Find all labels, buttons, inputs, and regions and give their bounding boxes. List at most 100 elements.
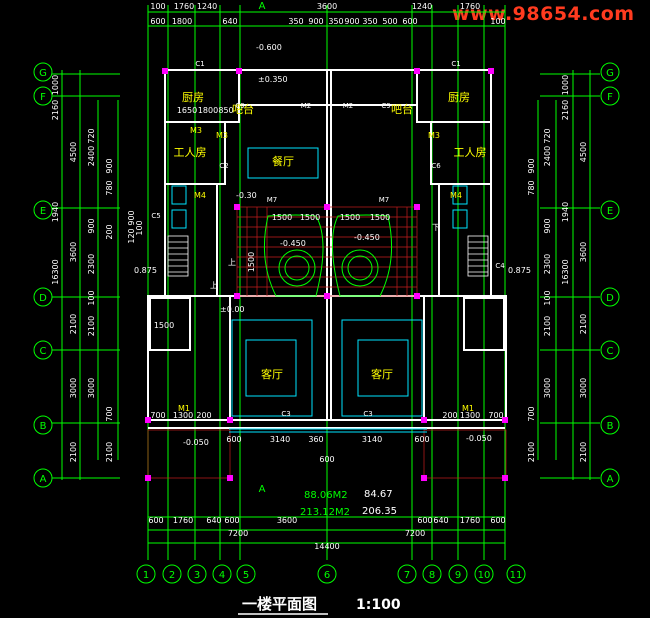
room-living-left: 客厅 [261,367,283,381]
label-c9-left: C9 [235,102,244,110]
axis-row-e-right: E [607,206,613,217]
room-kitchen-right: 厨房 [448,91,470,104]
dim-inner-600-r: 600 [414,435,429,444]
dim-bottom-5: 3600 [277,516,297,525]
dim-inner-200-r: 200 [442,411,457,420]
axis-row-f-right: F [607,92,613,103]
dim-left-total: 16300 [51,259,60,284]
dim-bottom-2: 1760 [173,516,193,525]
label-c9-right: C9 [381,102,390,110]
dim-left2-11: 700 [105,406,114,421]
axis-row-b-left: B [40,421,47,432]
level-mark-6: ±0.00 [220,305,245,314]
axis-row-d-left: D [39,293,47,304]
stairs [167,235,489,277]
dim-right-2: 2160 [561,100,570,120]
label-m2-right: M2 [343,102,354,110]
dim-left-8: 2100 [69,442,78,462]
dim-inner-700-l: 700 [150,411,165,420]
stair-down-right: 下 [432,223,440,232]
area-line1-value: 84.67 [364,489,393,500]
dim-left2-12: 2100 [105,442,114,462]
label-c5: C5 [151,212,160,220]
axis-col-10: 10 [478,570,491,581]
level-mark-10: 0.875 [508,266,531,275]
area-line2-value: 206.35 [362,506,397,517]
dim-left2-3: 900 [105,158,114,173]
dim-inner-1800: 1800 [198,106,218,115]
dim-inner-120: 120 [127,228,136,243]
dim-right-8: 2100 [579,442,588,462]
dim-inner-3140-r: 3140 [362,435,382,444]
dim-bottom-9: 600 [490,516,505,525]
dim-inner-1300-r: 1300 [460,411,480,420]
dim-right2-10: 700 [527,406,536,421]
dim-top2-1: 600 [150,17,165,26]
area-line2-label: 213.12M2 [300,507,350,518]
dim-left2-7: 2300 [87,254,96,274]
dim-top-5: 1240 [412,2,432,11]
site-watermark: www.98654.com [452,3,635,25]
dim-bottom-3: 640 [206,516,221,525]
axis-row-c-left: C [40,346,47,357]
dim-right-3: 4500 [579,142,588,162]
room-worker-right: 工人房 [454,146,487,159]
dim-left2-4: 780 [105,180,114,195]
label-m4-left: M4 [194,191,206,200]
label-c2: C2 [219,162,228,170]
structural-columns [145,68,508,481]
label-c3-left: C3 [281,410,290,418]
dim-right2-3: 900 [527,158,536,173]
dim-top-4: 3600 [317,2,337,11]
dim-top2-7: 900 [344,17,359,26]
axis-col-11: 11 [510,570,523,581]
drawing-scale: 1:100 [356,597,401,613]
drawing-title: 一楼平面图 [242,595,317,613]
column-axis-bubbles [136,564,526,584]
room-living-right: 客厅 [371,367,393,381]
level-mark-2: ±0.350 [258,75,288,84]
dim-top2-3: 640 [222,17,237,26]
dim-right-1: 1000 [561,75,570,95]
axis-col-9: 9 [455,570,461,581]
dim-left2-1: 720 [87,128,96,143]
level-mark-7: -0.050 [183,438,209,447]
dim-left2-2: 2400 [87,146,96,166]
dim-right-7: 3000 [579,378,588,398]
dim-left-6: 2100 [69,314,78,334]
dim-bottom2-2: 7200 [405,529,425,538]
dim-inner-100: 100 [135,220,144,235]
stair-up-mid: 上 [228,258,236,267]
level-mark-1: -0.600 [256,43,282,52]
dim-left2-10: 3000 [87,378,96,398]
axis-col-7: 7 [404,570,410,581]
axis-col-1: 1 [143,570,149,581]
label-c4: C4 [495,262,505,270]
dim-left-2: 2160 [51,100,60,120]
dim-left2-9: 2100 [87,316,96,336]
dim-right2-9: 3000 [543,378,552,398]
dim-inner-360: 360 [308,435,323,444]
dim-top2-6: 350 [328,17,343,26]
dim-right2-6: 2300 [543,254,552,274]
axis-row-a-right: A [607,474,614,485]
dim-inner-1300-l: 1300 [173,411,193,420]
dim-inner-1500-e: 1500 [154,321,174,330]
dim-inner-1500-d: 1500 [370,213,390,222]
courtyard-trees [263,214,393,297]
furniture [171,147,468,433]
axis-row-g-left: G [39,68,47,79]
dim-top2-8: 350 [362,17,377,26]
area-line1-label: 88.06M2 [304,490,348,501]
dimension-lines [52,5,600,560]
axis-col-8: 8 [429,570,435,581]
dim-bottom-1: 600 [148,516,163,525]
dim-left-3: 4500 [69,142,78,162]
dim-right2-1: 720 [543,128,552,143]
label-c6: C6 [431,162,441,170]
label-m1-right: M1 [462,404,474,413]
dim-right-5: 3600 [579,242,588,262]
level-mark-9: 0.875 [134,266,157,275]
level-mark-3: -0.30 [236,191,257,200]
dim-left-1: 1000 [51,75,60,95]
